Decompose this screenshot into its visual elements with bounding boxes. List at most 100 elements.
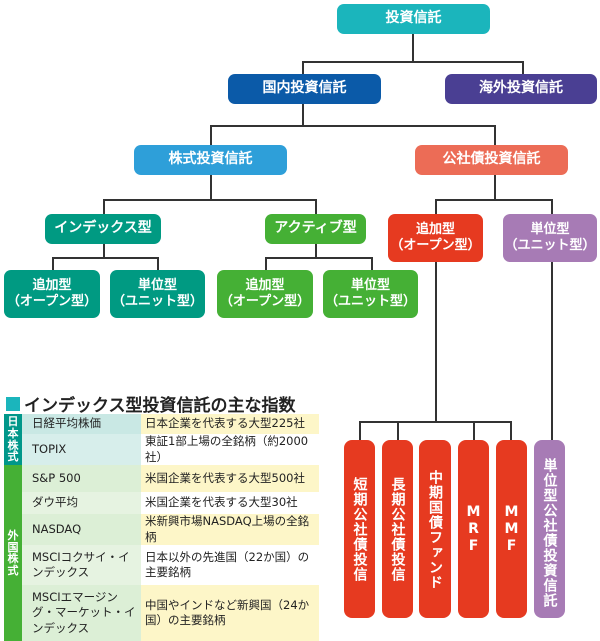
node-bond-open: 追加型（オープン型） (388, 214, 483, 262)
index-desc: 中国やインドなど新興国（24か国）の主要銘柄 (141, 585, 319, 641)
connector (103, 244, 105, 258)
node-index-unit: 単位型（ユニット型） (110, 270, 205, 318)
bar-mrf: MRF (458, 440, 489, 618)
table-row: 日本株式 日経平均株価 日本企業を代表する大型225社 (4, 414, 319, 466)
index-name: TOPIX (22, 434, 141, 466)
connector (210, 125, 496, 127)
index-desc: 米国企業を代表する大型30社 (141, 492, 319, 515)
connector (551, 199, 553, 214)
node-sublabel: （ユニット型） (111, 294, 203, 309)
bar-label: 中期国債ファンド (427, 470, 443, 590)
node-index: インデックス型 (45, 214, 161, 244)
connector (359, 421, 512, 423)
node-label: 単位型 (350, 277, 390, 293)
connector (302, 104, 304, 126)
connector (210, 125, 212, 145)
bar-unit-bond-trust: 単位型公社債投資信託 (534, 440, 565, 618)
bar-label: 長期公社債投信 (389, 476, 406, 582)
bar-long-term-bond: 長期公社債投信 (382, 440, 413, 618)
node-label: インデックス型 (54, 220, 152, 237)
table-row: MSCIコクサイ・インデックス 日本以外の先進国（22か国）の主要銘柄 (4, 545, 319, 586)
bar-label: 短期公社債投信 (351, 476, 368, 582)
connector (435, 262, 437, 422)
index-name: MSCIコクサイ・インデックス (22, 545, 141, 586)
bar-short-term-bond: 短期公社債投信 (344, 440, 375, 618)
node-stock: 株式投資信託 (134, 145, 287, 175)
table-row: TOPIX 東証1部上場の全銘柄（約2000社） (4, 434, 319, 466)
square-icon (6, 396, 20, 411)
index-table: 日本株式 日経平均株価 日本企業を代表する大型225社 TOPIX 東証1部上場… (4, 414, 319, 641)
connector (52, 257, 54, 270)
connector (551, 262, 553, 440)
connector (52, 257, 159, 259)
table-row: MSCIエマージング・マーケット・インデックス 中国やインドなど新興国（24か国… (4, 585, 319, 641)
node-label: アクティブ型 (274, 220, 357, 237)
connector (210, 175, 212, 200)
bar-medium-term-govt-fund: 中期国債ファンド (419, 440, 451, 618)
connector (315, 199, 317, 214)
table-row: 外国株式 S&P 500 米国企業を代表する大型500社 (4, 465, 319, 641)
index-name: NASDAQ (22, 514, 141, 546)
connector (435, 199, 553, 201)
node-label: 単位型 (530, 221, 570, 237)
index-desc: 東証1部上場の全銘柄（約2000社） (141, 434, 319, 466)
connector (494, 125, 496, 145)
title-text: インデックス型投資信託の主な指数 (24, 396, 296, 416)
connector (157, 257, 159, 270)
index-desc: 米新興市場NASDAQ上場の全銘柄 (141, 514, 319, 546)
index-name: S&P 500 (22, 465, 141, 493)
connector (412, 34, 414, 62)
index-desc: 日本以外の先進国（22か国）の主要銘柄 (141, 545, 319, 586)
connector (371, 257, 373, 270)
connector (103, 199, 317, 201)
node-sublabel: （オープン型） (219, 294, 311, 309)
connector (302, 61, 524, 63)
node-sublabel: （ユニット型） (504, 238, 596, 253)
index-name: MSCIエマージング・マーケット・インデックス (22, 585, 141, 641)
node-active-unit: 単位型（ユニット型） (323, 270, 418, 318)
connector (494, 175, 496, 200)
connector (397, 421, 399, 440)
node-sublabel: （オープン型） (6, 294, 98, 309)
connector (265, 257, 373, 259)
bar-label: MRF (465, 503, 482, 555)
index-name: 日経平均株価 (22, 414, 141, 434)
bar-mmf: MMF (496, 440, 527, 618)
node-label: 公社債投資信託 (442, 151, 541, 168)
node-label: 海外投資信託 (479, 80, 563, 97)
table-row: NASDAQ 米新興市場NASDAQ上場の全銘柄 (4, 514, 319, 546)
index-desc: 日本企業を代表する大型225社 (141, 414, 319, 434)
index-table-title: インデックス型投資信託の主な指数 (6, 391, 296, 416)
bar-label: 単位型公社債投資信託 (541, 458, 558, 608)
connector (522, 61, 524, 74)
index-desc: 米国企業を代表する大型500社 (141, 465, 319, 493)
table-row: ダウ平均 米国企業を代表する大型30社 (4, 492, 319, 515)
node-label: 追加型 (245, 277, 285, 293)
group-label-foreign: 外国株式 (4, 465, 22, 641)
connector (103, 199, 105, 214)
node-overseas: 海外投資信託 (445, 74, 597, 104)
node-label: 株式投資信託 (168, 151, 253, 168)
connector (359, 421, 361, 440)
connector (435, 199, 437, 214)
connector (302, 61, 304, 74)
node-bond: 公社債投資信託 (415, 145, 568, 175)
node-index-open: 追加型（オープン型） (4, 270, 100, 318)
connector (510, 421, 512, 440)
index-name: ダウ平均 (22, 492, 141, 515)
bar-label: MMF (503, 503, 520, 555)
node-label: 追加型 (32, 277, 72, 293)
node-label: 国内投資信託 (262, 80, 347, 97)
node-sublabel: （ユニット型） (324, 294, 416, 309)
group-label-japan: 日本株式 (4, 414, 22, 466)
node-label: 投資信託 (385, 10, 442, 27)
connector (315, 244, 317, 258)
node-domestic: 国内投資信託 (228, 74, 381, 104)
node-label: 追加型 (415, 221, 455, 237)
node-active-open: 追加型（オープン型） (217, 270, 313, 318)
connector (265, 257, 267, 270)
connector (473, 421, 475, 440)
node-investment-trust: 投資信託 (337, 4, 490, 34)
node-sublabel: （オープン型） (390, 238, 481, 253)
node-label: 単位型 (137, 277, 177, 293)
